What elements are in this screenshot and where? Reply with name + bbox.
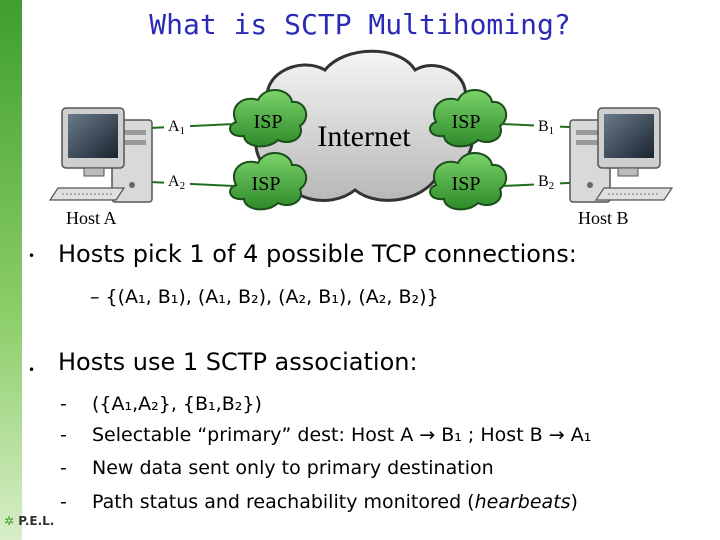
isp-label: ISP — [252, 173, 281, 195]
addr-a2-bg — [164, 170, 190, 190]
logo-text: P.E.L. — [18, 514, 55, 528]
dash-marker: - — [60, 491, 67, 513]
bullet-1-subitem: – {(A₁, B₁), (A₁, B₂), (A₂, B₁), (A₂, B₂… — [90, 286, 439, 308]
isp-cloud-b1: ISP — [429, 89, 508, 148]
bullet-dot: • — [28, 249, 36, 263]
isp-label: ISP — [254, 111, 283, 133]
dash-marker: - — [60, 424, 67, 446]
addr-a1-label: A1 — [168, 118, 185, 137]
bullet-2-item: New data sent only to primary destinatio… — [92, 457, 494, 479]
bullet-2-item: ({A₁,A₂}, {B₁,B₂}) — [92, 393, 262, 415]
bullet-dot: • — [28, 363, 36, 377]
bullet-2-text: Hosts use 1 SCTP association: — [58, 348, 418, 376]
left-accent-bar — [0, 0, 22, 540]
heartbeats-emphasis: hearbeats — [474, 491, 571, 513]
host-b-label: Host B — [578, 208, 629, 228]
multihoming-diagram: Internet ISP ISP ISP ISP A1 A2 B1 B2 — [48, 49, 674, 228]
host-a-computer-icon — [48, 107, 153, 203]
addr-b1-label: B1 — [538, 118, 554, 137]
slide-title: What is SCTP Multihoming? — [149, 8, 571, 41]
logo-figure-icon: ✲ — [4, 514, 15, 528]
addr-a1-bg — [164, 115, 190, 135]
internet-cloud: Internet — [254, 49, 475, 202]
pel-logo: ✲ P.E.L. — [4, 514, 54, 528]
isp-label: ISP — [452, 111, 481, 133]
cloud-label: Internet — [317, 120, 411, 153]
host-a-label: Host A — [66, 208, 117, 228]
isp-cloud-a2: ISP — [229, 152, 308, 211]
bullet-2-item: Path status and reachability monitored (… — [92, 491, 578, 513]
host-b-computer-icon — [569, 107, 674, 203]
addr-b2-label: B2 — [538, 173, 554, 192]
isp-label: ISP — [452, 173, 481, 195]
link-a1 — [149, 123, 235, 129]
link-a2 — [149, 181, 235, 187]
addr-b2-bg — [534, 170, 560, 190]
addr-b1-bg — [534, 115, 560, 135]
dash-marker: - — [60, 457, 67, 479]
bullet-2-item: Selectable “primary” dest: Host A → B₁ ;… — [92, 424, 592, 446]
addr-a2-label: A2 — [168, 173, 185, 192]
bullet-1-text: Hosts pick 1 of 4 possible TCP connectio… — [58, 240, 577, 268]
isp-cloud-b2: ISP — [429, 152, 508, 211]
dash-marker: - — [60, 393, 67, 415]
isp-cloud-a1: ISP — [229, 89, 308, 148]
